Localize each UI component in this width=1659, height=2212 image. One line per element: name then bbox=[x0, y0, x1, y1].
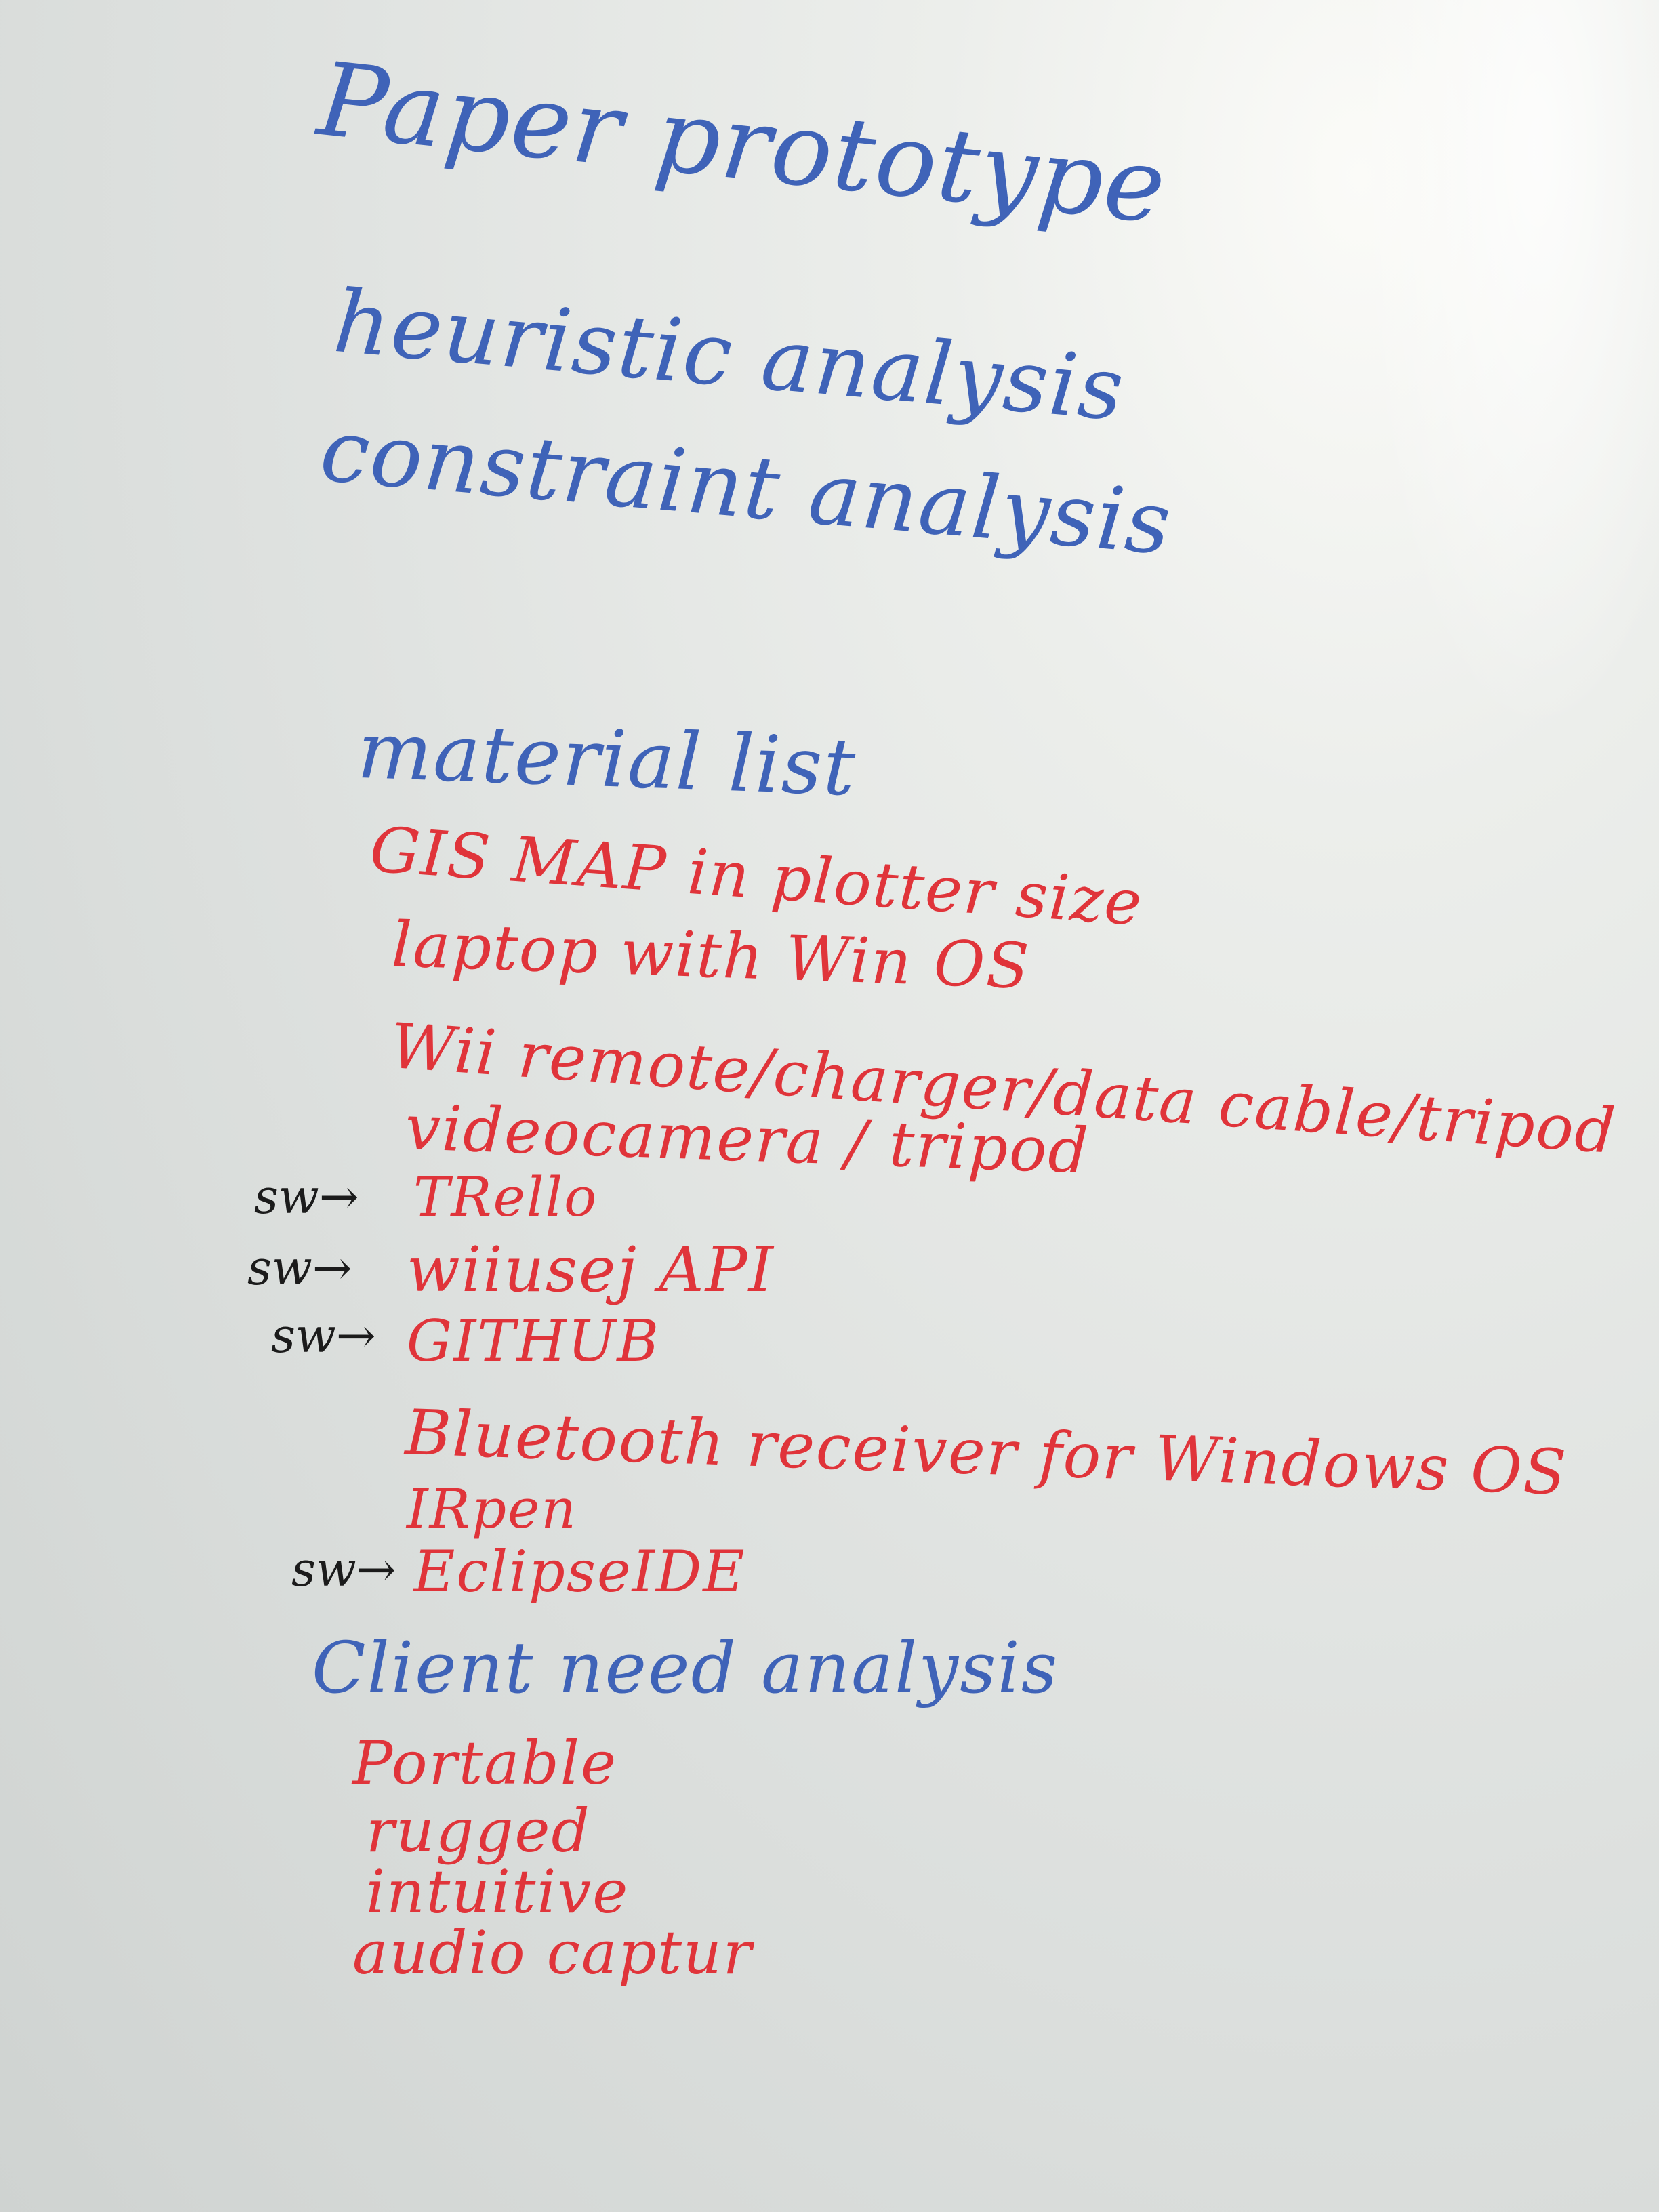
client-need-item: intuitive bbox=[366, 1857, 630, 1927]
material-item: TRello bbox=[413, 1166, 598, 1229]
material-list-heading: material list bbox=[356, 705, 859, 814]
material-item: wiiusej API bbox=[407, 1233, 775, 1306]
light-glare bbox=[1355, 0, 1659, 745]
client-need-item: Portable bbox=[352, 1728, 618, 1798]
sw-marker: sw→ bbox=[254, 1169, 359, 1225]
material-item: IRpen bbox=[407, 1477, 577, 1540]
title-paper-prototype: Paper prototype bbox=[312, 41, 1172, 247]
material-item: Bluetooth receiver for Windows OS bbox=[404, 1396, 1569, 1509]
client-need-item: rugged bbox=[366, 1796, 591, 1866]
client-need-heading: Client need analysis bbox=[312, 1626, 1059, 1709]
sw-marker: sw→ bbox=[271, 1308, 376, 1364]
client-need-item: audio captur bbox=[352, 1918, 753, 1988]
material-item: GITHUB bbox=[407, 1308, 661, 1374]
sw-marker: sw→ bbox=[291, 1542, 396, 1597]
sw-marker: sw→ bbox=[247, 1240, 352, 1296]
material-item: EclipseIDE bbox=[413, 1538, 746, 1605]
